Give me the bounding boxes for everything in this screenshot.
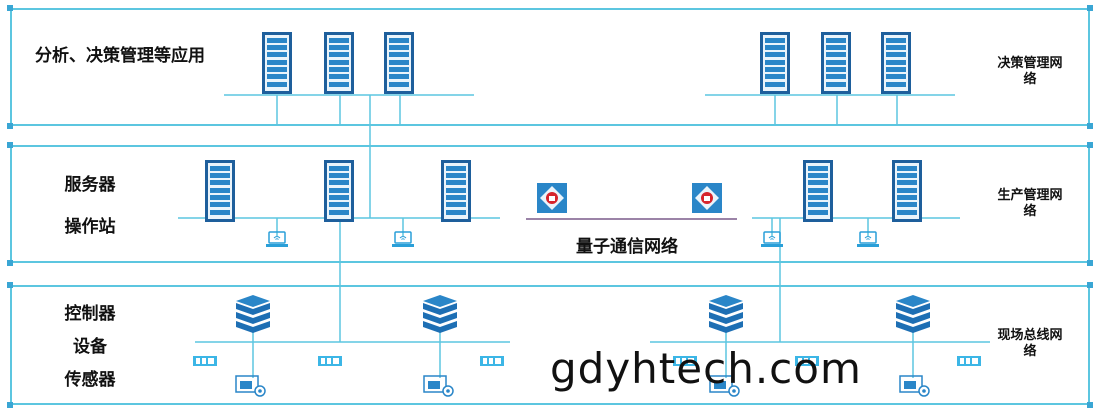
production-server xyxy=(205,160,235,222)
io-device xyxy=(318,356,342,366)
decision-layer-label: 分析、决策管理等应用 xyxy=(35,46,205,66)
field-layer-band xyxy=(10,285,1090,405)
band-corner xyxy=(7,5,13,11)
production-layer-band xyxy=(10,145,1090,263)
sensor-device xyxy=(235,375,266,397)
decision-layer-band xyxy=(10,8,1090,126)
decision-server xyxy=(384,32,414,94)
band-corner xyxy=(1087,123,1093,129)
controller-stack xyxy=(423,295,457,333)
sensor-label: 传感器 xyxy=(64,370,116,390)
band-corner xyxy=(1087,5,1093,11)
device-label: 设备 xyxy=(73,337,107,357)
workstation-label: 操作站 xyxy=(64,217,116,237)
decision-server xyxy=(821,32,851,94)
decision-server xyxy=(262,32,292,94)
quantum-node xyxy=(692,183,722,213)
controller-stack xyxy=(709,295,743,333)
io-device xyxy=(480,356,504,366)
band-corner xyxy=(1087,260,1093,266)
watermark: gdyhtech.com xyxy=(550,344,862,393)
decision-network-label: 决策管理网络 xyxy=(997,56,1063,87)
band-corner xyxy=(7,282,13,288)
io-device xyxy=(957,356,981,366)
band-corner xyxy=(7,402,13,408)
band-corner xyxy=(1087,282,1093,288)
controller-label: 控制器 xyxy=(64,304,116,324)
quantum-node xyxy=(537,183,567,213)
band-corner xyxy=(1087,142,1093,148)
sensor-device xyxy=(899,375,930,397)
controller-stack xyxy=(236,295,270,333)
io-device xyxy=(193,356,217,366)
band-corner xyxy=(1087,402,1093,408)
decision-server xyxy=(760,32,790,94)
controller-stack xyxy=(896,295,930,333)
quantum-network-label: 量子通信网络 xyxy=(576,237,678,257)
production-server xyxy=(892,160,922,222)
band-corner xyxy=(7,142,13,148)
band-corner xyxy=(7,123,13,129)
band-corner xyxy=(7,260,13,266)
sensor-device xyxy=(423,375,454,397)
decision-server xyxy=(881,32,911,94)
fieldbus-network-label: 现场总线网络 xyxy=(997,328,1063,359)
production-server xyxy=(441,160,471,222)
server-label: 服务器 xyxy=(64,175,116,195)
decision-server xyxy=(324,32,354,94)
production-network-label: 生产管理网络 xyxy=(997,188,1063,219)
production-server xyxy=(803,160,833,222)
production-server xyxy=(324,160,354,222)
